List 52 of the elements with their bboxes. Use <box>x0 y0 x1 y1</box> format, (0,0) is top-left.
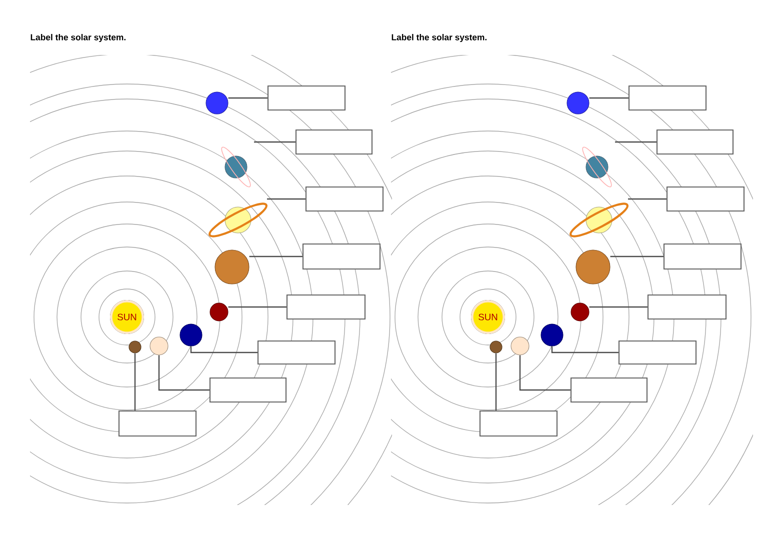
planet-drawing <box>570 302 590 322</box>
answer-box <box>267 85 346 111</box>
leader-line <box>519 355 570 391</box>
planet-drawing <box>214 250 250 284</box>
answer-box <box>618 340 697 365</box>
leader-line <box>495 353 497 410</box>
answer-box <box>479 410 558 437</box>
planet-drawing <box>150 336 168 356</box>
planet-drawing <box>582 146 612 188</box>
planet-drawing <box>208 202 268 238</box>
leader-line <box>267 198 306 200</box>
answer-box <box>647 294 727 320</box>
answer-box <box>656 129 734 155</box>
leader-line <box>610 256 664 258</box>
answer-box <box>663 243 742 270</box>
planet-drawing <box>206 92 228 114</box>
planet-drawing <box>540 324 564 346</box>
planet-drawing <box>180 324 202 346</box>
sun: SUN <box>471 300 505 334</box>
worksheet-title: Label the solar system. <box>392 34 487 42</box>
planet-drawing <box>566 92 590 114</box>
planet-drawing <box>128 340 142 354</box>
leader-line <box>254 141 296 143</box>
leader-line <box>190 346 258 354</box>
answer-box <box>570 377 648 403</box>
planet-drawing <box>510 336 530 356</box>
answer-box <box>628 85 707 111</box>
leader-line <box>589 306 648 308</box>
answer-box <box>666 186 745 212</box>
answer-box <box>305 186 384 212</box>
worksheet-title: Label the solar system. <box>30 34 126 42</box>
answer-box <box>286 294 366 320</box>
leader-line <box>134 353 136 410</box>
answer-box <box>295 129 373 155</box>
leader-line <box>551 346 618 354</box>
sun: SUN <box>110 300 144 334</box>
leader-line <box>228 97 268 99</box>
planet-drawing <box>210 302 228 322</box>
planet-drawing <box>490 340 502 354</box>
planet-drawing <box>221 146 251 188</box>
leader-line <box>158 355 210 391</box>
leader-line <box>249 256 302 258</box>
answer-box <box>209 377 287 403</box>
leader-line <box>615 141 656 143</box>
leader-line <box>589 97 628 99</box>
planet-drawing <box>576 250 610 284</box>
leader-line <box>228 306 286 308</box>
answer-box <box>257 340 336 365</box>
answer-box <box>302 243 381 270</box>
answer-box <box>118 410 197 437</box>
leader-line <box>628 198 666 200</box>
planet-drawing <box>570 202 629 238</box>
